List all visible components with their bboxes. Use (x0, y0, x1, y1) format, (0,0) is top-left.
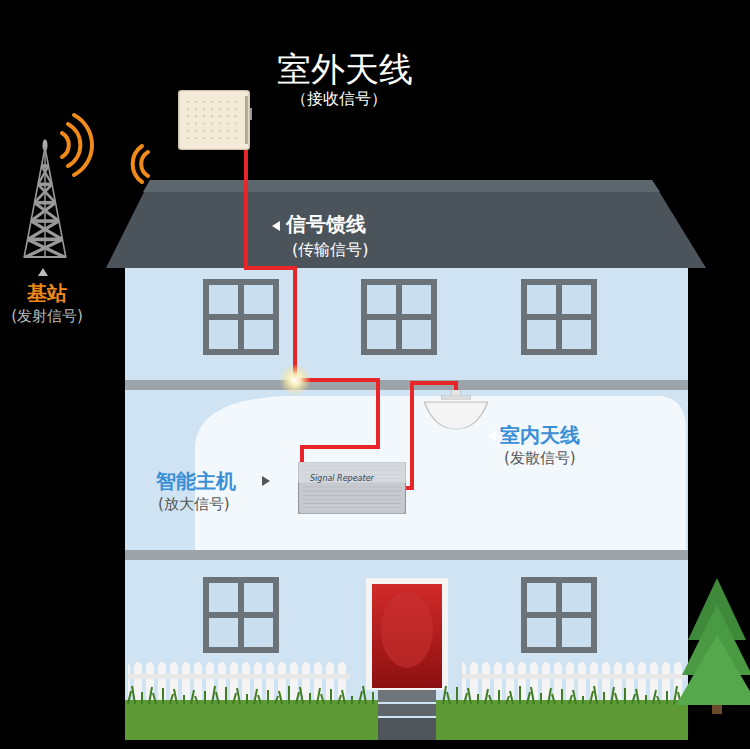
indoor-antenna: 室内天线(发散信号) (420, 390, 492, 430)
panel-shape (178, 90, 250, 150)
fence-rail (462, 674, 686, 679)
pointer-triangle (488, 431, 496, 441)
house-wall (125, 268, 688, 740)
pointer-triangle (272, 221, 280, 231)
grass-blades (128, 686, 681, 704)
node-subtitle: (发散信号) (504, 450, 576, 467)
node-title: 室外天线 (277, 50, 413, 89)
grass (125, 700, 378, 740)
signal-repeater: 智能主机(放大信号)Signal Repeater (298, 462, 406, 514)
lit-room (195, 396, 686, 550)
node-subtitle: (发射信号) (2, 308, 92, 325)
feeder-label: 信号馈线 (286, 213, 366, 236)
node-title: 智能主机 (156, 470, 236, 493)
roof-ridge (143, 180, 660, 192)
node-subtitle: (放大信号) (158, 496, 230, 513)
outdoor-antenna: 室外天线（接收信号） (178, 90, 250, 150)
repeater-shape (298, 462, 406, 514)
node-title: 基站 (2, 282, 92, 305)
grass (436, 700, 688, 740)
floor-band (125, 550, 688, 560)
glare-spot (279, 364, 311, 396)
feeder-sublabel: (传输信号) (292, 241, 368, 259)
door (372, 584, 442, 688)
door-panel (381, 592, 433, 668)
tree (676, 578, 750, 714)
base-station-tower: 基站(发射信号) (20, 138, 70, 258)
door-frame (366, 578, 448, 690)
tower-shape (20, 138, 70, 258)
ceiling-shape (420, 390, 492, 430)
pointer-triangle (38, 268, 48, 276)
node-title: 室内天线 (500, 424, 580, 447)
fence-rail (128, 674, 350, 679)
pointer-triangle (262, 476, 270, 486)
floor-band (125, 380, 688, 390)
steps (378, 690, 436, 740)
radio-waves (62, 115, 148, 182)
node-subtitle: Signal Repeater (310, 474, 374, 483)
node-subtitle: （接收信号） (291, 90, 387, 108)
feeder-cable (246, 150, 378, 462)
roof (106, 180, 706, 268)
